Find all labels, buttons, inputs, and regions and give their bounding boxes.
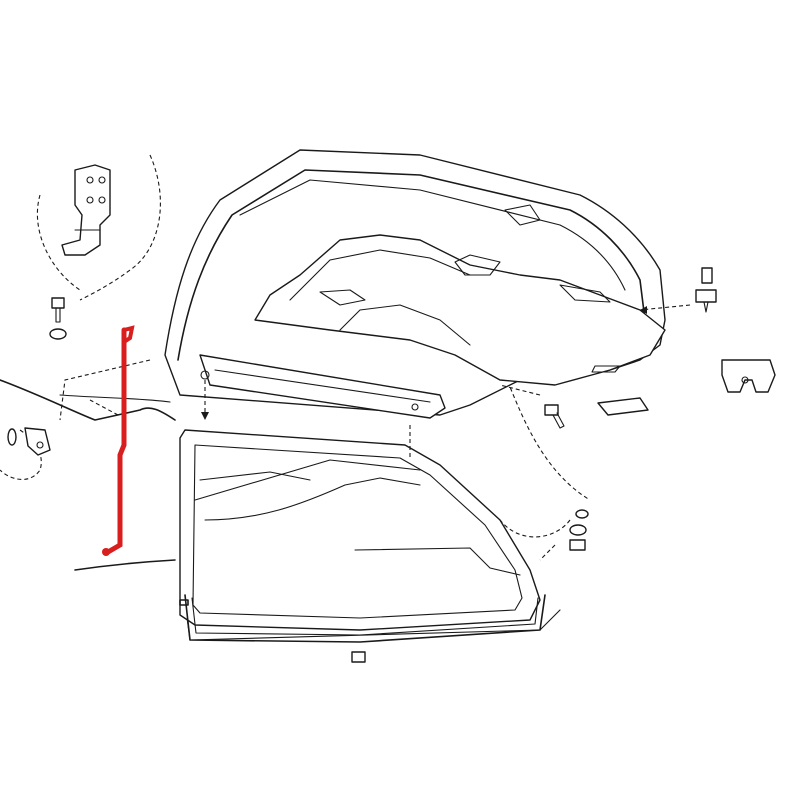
lower-bolt — [569, 509, 589, 551]
trim-clip-pad — [597, 397, 649, 416]
tailgate-lower-bar — [199, 354, 446, 419]
strut-washer — [7, 428, 17, 446]
strut-top-mount — [122, 325, 135, 344]
strut-end-fitting — [102, 548, 110, 556]
panel-screw — [695, 267, 717, 313]
glass-weatherstrip — [179, 594, 546, 643]
latch-striker — [721, 359, 776, 393]
gas-strut-highlight — [102, 325, 135, 556]
leader-lines — [59, 304, 691, 561]
strut-body — [105, 327, 127, 555]
hinge-bolt — [51, 297, 65, 323]
bumper-stop — [351, 651, 366, 663]
hinge-washer — [49, 328, 67, 340]
strut-ball-stud-bracket — [24, 427, 51, 456]
rear-window-glass — [179, 429, 541, 631]
hinge-bracket — [61, 164, 111, 256]
tailgate-bolt — [544, 404, 565, 429]
fasteners — [7, 267, 717, 551]
